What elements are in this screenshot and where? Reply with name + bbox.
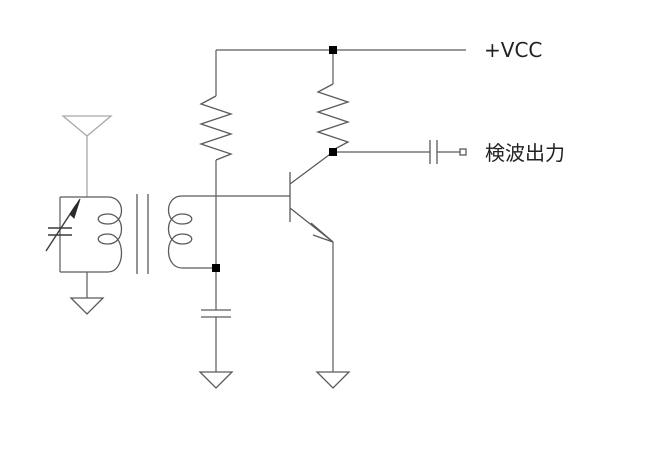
output-label: 検波出力 — [485, 141, 565, 165]
collector-resistor — [315, 50, 351, 152]
tuning-tank-wiring — [59, 196, 108, 298]
vcc-rail — [215, 49, 466, 96]
junction-dot-vcc — [329, 46, 337, 54]
ground-symbol-tank — [69, 297, 105, 315]
variable-capacitor — [45, 198, 81, 252]
junction-dot-bias — [212, 264, 220, 272]
secondary-coil — [167, 195, 216, 269]
bias-node-wire — [182, 160, 290, 310]
primary-coil — [97, 196, 123, 273]
transformer-core — [136, 194, 149, 274]
junction-dot-collector — [329, 148, 337, 156]
bias-resistor-top — [198, 95, 234, 161]
antenna-symbol — [61, 115, 113, 197]
npn-transistor — [289, 151, 334, 372]
vcc-label: +VCC — [484, 38, 542, 62]
output-line — [333, 140, 467, 164]
ground-symbol-emitter — [315, 371, 351, 389]
bypass-capacitor — [201, 309, 231, 372]
ground-symbol-bias — [198, 371, 234, 389]
